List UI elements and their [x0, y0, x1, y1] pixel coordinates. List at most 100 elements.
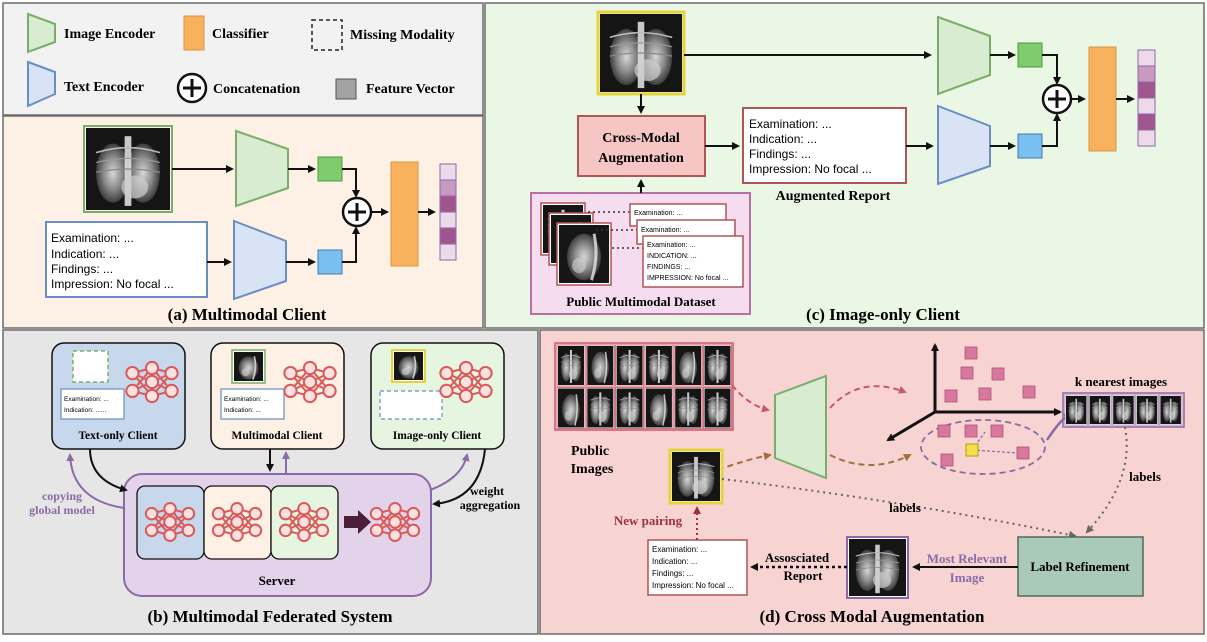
panel-c-classifier [1088, 46, 1117, 152]
server-global-net-icon [369, 502, 421, 542]
associated-line1: Assosciated [765, 550, 830, 565]
panel-c-mini-report-c-line-4: IMPRESSION: No focal ... [647, 275, 728, 282]
query-xray [668, 448, 724, 505]
panel-d-arrow-encoder-to-query-point [829, 454, 912, 466]
query-embedding-point [965, 443, 979, 457]
legend-concatenation-label: Concatenation [213, 82, 300, 97]
panel-c-mini-report-c [642, 235, 744, 288]
multimodal-client-label: Multimodal Client [231, 430, 322, 442]
panel-a-report-line-1: Examination: ... [51, 231, 134, 245]
legend-missing-modality-icon [311, 19, 343, 51]
panel-c-mini-report-c-line-2: INDICATION: ... [647, 253, 697, 260]
text-only-client-net-icon [125, 360, 179, 404]
panel-d-arrow-encoder-to-space [829, 385, 907, 409]
public-image-thumb [615, 344, 644, 387]
k-nearest-images [1062, 392, 1185, 428]
panel-c-dataset-images [540, 202, 612, 286]
k-nearest-thumb [1159, 394, 1183, 426]
embedding-point [940, 453, 954, 467]
panel-c-image-feature [1017, 42, 1043, 68]
new-pairing-label: New pairing [614, 513, 683, 528]
panel-c-report-line-2: Indication: ... [749, 132, 817, 146]
server-multimodal-net-icon [211, 502, 263, 542]
k-nearest-frame [1062, 392, 1185, 428]
panel-a-arrow-concat-bottom [342, 226, 360, 263]
embedding-point [978, 387, 992, 401]
panel-d-arrow-public-to-encoder [731, 384, 770, 413]
embedding-point [1022, 385, 1036, 399]
weight-label-line2: aggregation [460, 498, 521, 512]
panel-c-arrow-concat-top [1042, 54, 1061, 85]
panel-d-report-box [647, 539, 748, 596]
panel-c-output-vector [1137, 49, 1156, 147]
copying-label-line1: copying [42, 489, 82, 503]
public-images-label-line2: Images [571, 462, 614, 477]
legend-concatenation-icon [176, 72, 208, 104]
server-image-net-icon [278, 502, 330, 542]
public-images-grid [554, 342, 734, 431]
legend-missing-modality-label: Missing Modality [350, 28, 455, 43]
public-image-thumb [703, 344, 732, 387]
panel-d-caption: (d) Cross Modal Augmentation [760, 607, 985, 626]
legend-text-encoder-icon [27, 60, 56, 108]
image-only-client-net-icon [439, 360, 493, 404]
panel-a-concatenation-icon [341, 196, 373, 228]
image-only-client-label: Image-only Client [393, 430, 482, 442]
k-nearest-label: k nearest images [1075, 374, 1167, 389]
panel-a-arrow-concat-top [342, 168, 360, 198]
image-only-client-xray [391, 349, 426, 383]
neighbor-link [971, 449, 1019, 454]
neighborhood-ellipse [920, 419, 1046, 475]
public-image-thumb [615, 387, 644, 429]
panel-a-output-vector [439, 163, 457, 261]
panel-a-text-encoder [233, 219, 287, 301]
text-only-report-line-1: Examination: ... [64, 396, 109, 403]
legend-classifier-label: Classifier [212, 27, 269, 42]
embedding-point [990, 424, 1004, 438]
panel-a-report-line-2: Indication: ... [51, 247, 119, 261]
weight-label-line1: weight [470, 484, 504, 498]
panel-c-mini-report-c-line-3: FINDINGS: ... [647, 264, 690, 271]
panel-c-public-dataset-label: Public Multimodal Dataset [566, 294, 716, 309]
text-only-client-label: Text-only Client [78, 430, 157, 442]
panel-c-cma-line1: Cross-Modal [602, 131, 680, 146]
embedding-point [964, 424, 978, 438]
public-image-thumb [556, 344, 586, 387]
multimodal-report-box [220, 388, 285, 420]
associated-line2: Report [784, 568, 824, 583]
legend-panel [2, 2, 484, 116]
public-image-thumb [673, 387, 703, 429]
panel-a-text-feature [317, 249, 343, 275]
multimodal-report-line-2: Indication: ... [224, 407, 261, 414]
neural-net-layer [125, 360, 493, 542]
panel-c-report-line-1: Examination: ... [749, 117, 832, 131]
server-label: Server [259, 573, 296, 588]
panel-c-mini-report-b-line: Examination: ... [641, 227, 689, 234]
legend-image-encoder-icon [27, 12, 56, 54]
panel-c-report-line-3: Findings: ... [749, 147, 811, 161]
legend-feature-vector-label: Feature Vector [366, 82, 455, 97]
public-image-thumb [556, 387, 586, 429]
panel-c-caption: (c) Image-only Client [806, 305, 960, 324]
embedding-point [991, 367, 1005, 381]
labels-right: labels [1129, 469, 1161, 484]
panel-c-concatenation-icon [1041, 83, 1073, 115]
multimodal-client: Examination: ... Indication: ... Multimo… [210, 342, 345, 450]
public-image-thumb [585, 344, 615, 387]
arrow-server-to-image-client [429, 453, 470, 491]
embedding-points [937, 346, 1036, 467]
k-nearest-thumb [1088, 394, 1112, 426]
most-relevant-line2: Image [950, 570, 985, 585]
panel-c-text-feature [1017, 133, 1043, 159]
text-only-report-box [60, 388, 125, 420]
labels-mid: labels [889, 500, 921, 515]
public-image-thumb [703, 387, 732, 429]
text-only-missing-image [72, 350, 109, 383]
panel-a-image-feature [317, 156, 343, 182]
legend-feature-vector-icon [335, 78, 357, 100]
k-nearest-thumb [1135, 394, 1159, 426]
label-refinement-label: Label Refinement [1030, 559, 1130, 574]
arrow-server-to-text-client [66, 453, 125, 509]
